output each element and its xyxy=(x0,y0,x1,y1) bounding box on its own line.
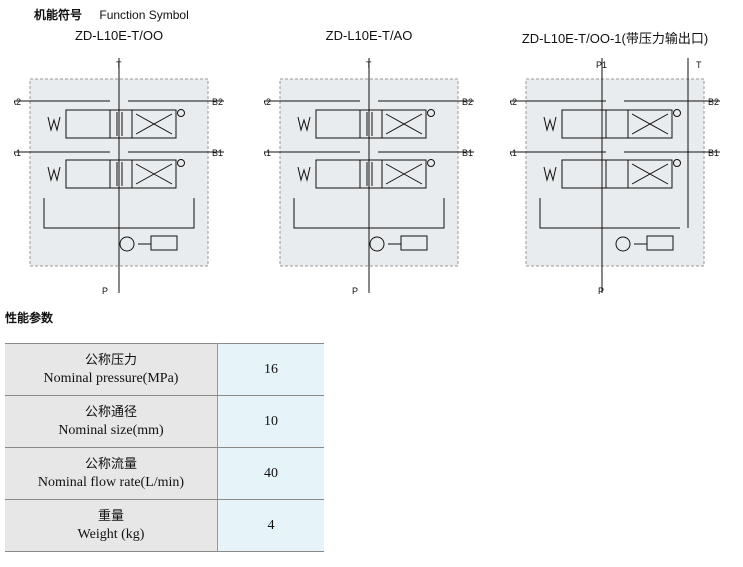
specs-table: 公称压力 Nominal pressure(MPa) 16 公称通径 Nomin… xyxy=(5,343,324,552)
hydraulic-symbol-ao: T P A2 A1 B2 B1 xyxy=(264,58,474,296)
spec-value: 4 xyxy=(217,499,324,552)
port-p: P xyxy=(598,286,604,296)
port-p: P xyxy=(352,286,358,296)
spec-value: 40 xyxy=(217,447,324,500)
spec-label-cn: 公称流量 xyxy=(84,456,137,472)
port-a1: A1 xyxy=(264,148,271,158)
port-b1: B1 xyxy=(212,148,223,158)
section-header-function-symbol: 机能符号 Function Symbol xyxy=(34,6,189,23)
spec-value: 16 xyxy=(217,343,324,396)
hydraulic-symbol-oo: T P A2 A1 B2 B1 xyxy=(14,58,224,296)
hydraulic-symbol-oo-1: P1 T P A2 A1 B2 B1 xyxy=(510,58,720,296)
spec-label-cn: 公称通径 xyxy=(84,404,137,420)
port-a1: A1 xyxy=(14,148,21,158)
diagram-title: ZD-L10E-T/AO xyxy=(325,28,413,43)
table-row: 公称通径 Nominal size(mm) 10 xyxy=(5,395,324,448)
spec-label-en: Nominal pressure(MPa) xyxy=(43,370,179,386)
spec-value: 10 xyxy=(217,395,324,448)
port-t: T xyxy=(116,60,122,70)
diagram-title: ZD-L10E-T/OO-1(带压力输出口) xyxy=(521,31,709,46)
diagram-title: ZD-L10E-T/OO xyxy=(74,28,164,43)
spec-label: 公称通径 Nominal size(mm) xyxy=(5,395,218,448)
port-b1: B1 xyxy=(462,148,473,158)
spec-label-cn: 重量 xyxy=(97,508,124,524)
port-t: T xyxy=(366,60,372,70)
port-b2: B2 xyxy=(462,97,473,107)
section-title-cn: 机能符号 xyxy=(34,8,83,22)
port-p1: P1 xyxy=(596,60,607,70)
diagram-ao: ZD-L10E-T/AO T P A2 A1 B2 B1 xyxy=(264,28,474,298)
port-b2: B2 xyxy=(708,97,719,107)
diagram-oo: ZD-L10E-T/OO T P A2 A1 B2 B1 xyxy=(14,28,224,298)
spec-label-en: Weight (kg) xyxy=(77,526,145,542)
spec-label: 重量 Weight (kg) xyxy=(5,499,218,552)
spec-label: 公称流量 Nominal flow rate(L/min) xyxy=(5,447,218,500)
section-title-en: Function Symbol xyxy=(99,8,189,22)
port-a2: A2 xyxy=(14,97,21,107)
spec-label: 公称压力 Nominal pressure(MPa) xyxy=(5,343,218,396)
diagram-oo-1: ZD-L10E-T/OO-1(带压力输出口) P1 T P A2 A1 B2 B… xyxy=(510,28,720,298)
spec-label-en: Nominal size(mm) xyxy=(58,422,164,438)
port-b2: B2 xyxy=(212,97,223,107)
port-a2: A2 xyxy=(510,97,517,107)
table-row: 重量 Weight (kg) 4 xyxy=(5,499,324,552)
table-row: 公称流量 Nominal flow rate(L/min) 40 xyxy=(5,447,324,500)
specs-title: 性能参数 xyxy=(5,311,54,325)
port-a1: A1 xyxy=(510,148,517,158)
spec-label-cn: 公称压力 xyxy=(84,352,137,368)
port-a2: A2 xyxy=(264,97,271,107)
port-p: P xyxy=(102,286,108,296)
port-t: T xyxy=(696,60,702,70)
port-b1: B1 xyxy=(708,148,719,158)
spec-label-en: Nominal flow rate(L/min) xyxy=(37,474,185,490)
table-row: 公称压力 Nominal pressure(MPa) 16 xyxy=(5,343,324,396)
